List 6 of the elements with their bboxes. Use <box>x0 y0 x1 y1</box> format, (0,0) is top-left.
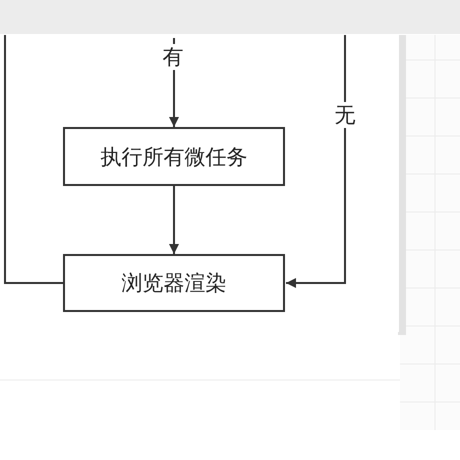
edge-label: 无 <box>332 102 358 128</box>
edge-label: 有 <box>160 44 186 70</box>
arrow <box>286 35 346 288</box>
process-box: 浏览器渲染 <box>63 254 285 312</box>
process-box: 执行所有微任务 <box>63 127 285 186</box>
arrow <box>169 186 179 254</box>
